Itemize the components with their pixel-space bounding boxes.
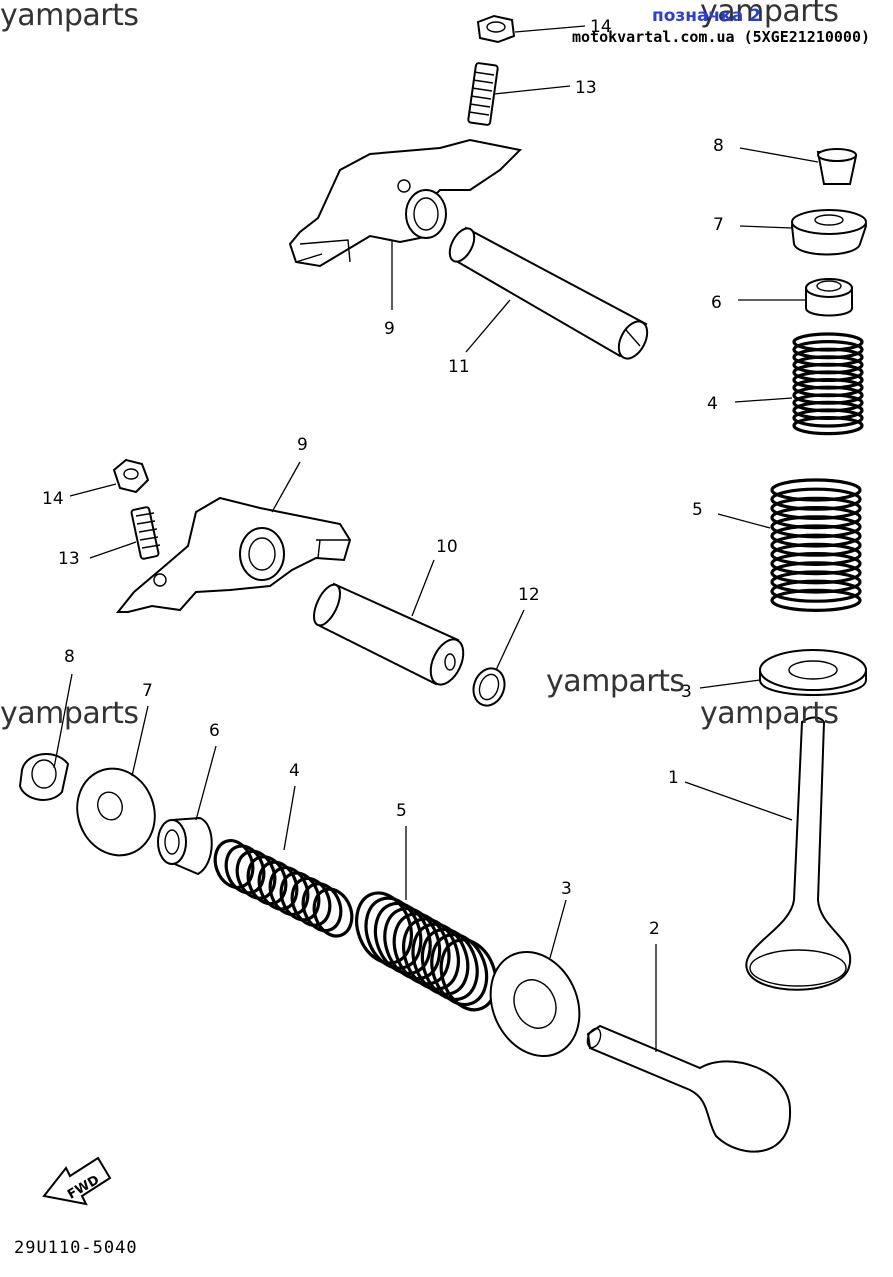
callout-2: 2: [649, 919, 660, 939]
o-ring: [472, 667, 506, 707]
spring-coil: [364, 896, 423, 970]
callout-7-left: 7: [142, 681, 153, 701]
callout-14-lower: 14: [42, 489, 64, 509]
right-spring-seat: [759, 649, 867, 696]
spring-coil: [770, 588, 862, 613]
source-caption: motokvartal.com.ua (5XGE21210000): [572, 28, 871, 46]
callout-6-right: 6: [711, 293, 722, 313]
spring-coil: [355, 891, 413, 965]
right-outer-spring: [770, 478, 862, 613]
callout-10: 10: [436, 537, 458, 557]
left-spring-retainer: [76, 767, 156, 857]
left-valve: [586, 1024, 792, 1153]
lower-lock-nut: [112, 458, 150, 494]
callout-7-right: 7: [713, 215, 724, 235]
callout-9-lower: 9: [297, 435, 308, 455]
callout-11: 11: [448, 357, 470, 377]
upper-lock-nut: [476, 14, 516, 44]
spring-coil: [420, 927, 479, 1001]
callout-13-lower: 13: [58, 549, 80, 569]
callout-14-upper: 14: [590, 17, 612, 37]
spring-coil: [383, 907, 442, 981]
callout-3-left: 3: [561, 879, 572, 899]
callout-1: 1: [668, 768, 679, 788]
watermark: yamparts: [0, 0, 139, 33]
callout-9-upper: 9: [384, 319, 395, 339]
spring-coil: [430, 933, 489, 1007]
label-link[interactable]: позначка 2: [652, 6, 761, 26]
spring-coil: [770, 542, 862, 567]
watermark: yamparts: [546, 664, 685, 699]
watermark: yamparts: [700, 696, 839, 731]
spring-coil: [411, 922, 470, 996]
callout-12: 12: [518, 585, 540, 605]
rocker-shaft: [313, 582, 465, 686]
lower-adjusting-screw: [130, 506, 161, 560]
spring-coil: [402, 917, 460, 991]
spring-coil: [770, 533, 862, 557]
spring-coil: [392, 912, 451, 986]
watermark: yamparts: [700, 0, 839, 29]
callout-numbers: 14 13 9 11 8 7 6 4 5 3 1 9 14 13 10 12 8…: [42, 17, 724, 939]
callout-5-right: 5: [692, 500, 703, 520]
right-inner-spring: [792, 332, 864, 436]
spring-coil: [373, 901, 432, 975]
fwd-arrow-icon: FWD: [42, 1156, 112, 1206]
upper-adjusting-screw: [467, 62, 499, 126]
spring-coil: [770, 579, 862, 603]
callout-13-upper: 13: [575, 78, 597, 98]
right-valve-cotter: [816, 148, 858, 185]
lower-rocker-arm: [115, 496, 352, 613]
left-outer-spring: [355, 891, 498, 1012]
spring-coil: [792, 408, 864, 428]
right-valve-stem-seal: [805, 278, 853, 317]
spring-coil: [770, 496, 862, 520]
left-valve-cotter: [18, 752, 70, 801]
callout-4-right: 4: [707, 394, 718, 414]
left-valve-stem-seal: [157, 816, 213, 876]
leader-lines: [53, 25, 819, 1052]
callout-6-left: 6: [209, 721, 220, 741]
watermark: yamparts: [0, 696, 139, 731]
callout-8-left: 8: [64, 647, 75, 667]
spring-coil: [301, 882, 343, 933]
spring-coil: [792, 416, 864, 436]
spring-coil: [770, 487, 862, 511]
left-inner-spring: [213, 839, 354, 938]
right-spring-retainer: [790, 209, 868, 256]
upper-rocker-shaft: [448, 226, 649, 360]
right-valve: [745, 716, 852, 991]
upper-rocker-arm: [288, 138, 523, 268]
callout-3-right: 3: [681, 682, 692, 702]
callout-4-left: 4: [289, 761, 300, 781]
left-spring-seat: [489, 950, 581, 1058]
callout-5-left: 5: [396, 801, 407, 821]
figure-code: 29U110-5040: [14, 1238, 138, 1258]
spring-coil: [312, 887, 354, 938]
spring-coil: [439, 938, 498, 1012]
callout-8-right: 8: [713, 136, 724, 156]
